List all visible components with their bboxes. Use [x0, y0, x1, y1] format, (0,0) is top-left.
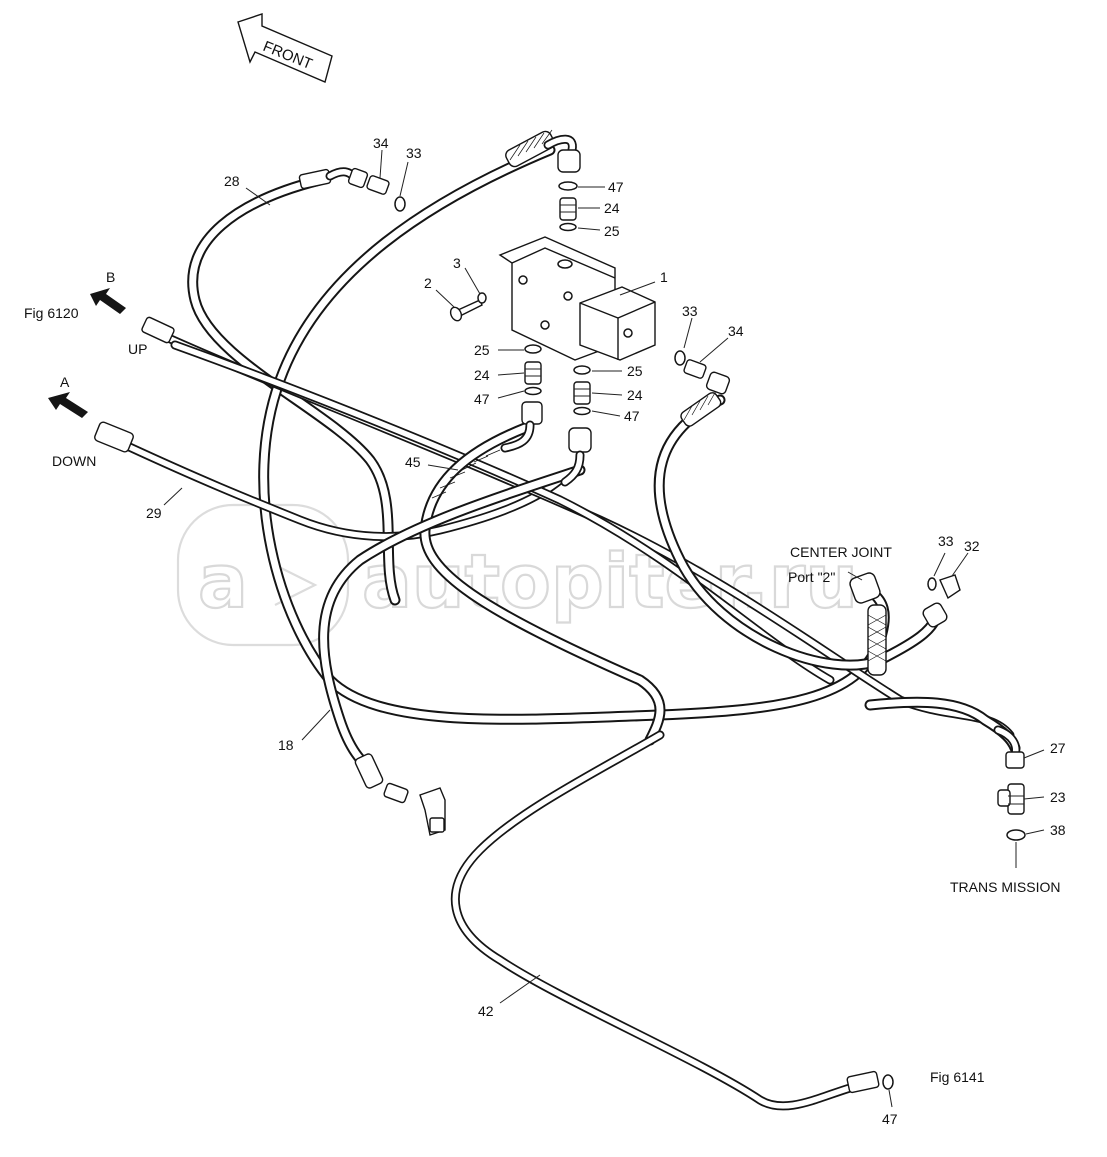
label-down: DOWN [52, 453, 96, 469]
callout-23: 23 [1050, 789, 1066, 805]
label-fig-6120: Fig 6120 [24, 305, 79, 321]
hose-18 [318, 464, 586, 789]
callout-38: 38 [1050, 822, 1066, 838]
o-ring-25-right [573, 365, 591, 375]
fitting-joint-right [922, 602, 948, 628]
tube-42 [450, 730, 875, 1111]
valve-block-1 [498, 236, 656, 361]
o-ring-47-bottom [882, 1074, 894, 1090]
callout-47-right: 47 [624, 408, 640, 424]
label-center-joint: CENTER JOINT [790, 544, 892, 560]
hose-main-arc [258, 129, 890, 725]
callout-42: 42 [478, 1003, 494, 1019]
fitting-elbow-top [543, 134, 581, 173]
leader-lines [163, 149, 1045, 1108]
o-ring-47-left [524, 386, 542, 396]
o-ring-38 [1006, 829, 1026, 841]
o-ring-47-top [558, 181, 578, 191]
tube-29 [105, 433, 565, 542]
end-fitting-up [141, 316, 175, 344]
callout-34-top: 34 [373, 135, 389, 151]
elbow-27 [993, 725, 1025, 769]
label-a: A [60, 374, 70, 390]
callout-33-top: 33 [406, 145, 422, 161]
o-ring-25-top [559, 222, 577, 232]
fitting-left-elbow [500, 401, 543, 453]
o-ring-47-right [573, 406, 591, 416]
connector-24-right [573, 381, 591, 405]
label-port-2: Port "2" [788, 569, 835, 585]
tube-down-line [170, 340, 835, 685]
callout-28: 28 [224, 173, 240, 189]
connector-24-top [559, 197, 577, 221]
callout-27: 27 [1050, 740, 1066, 756]
callout-45: 45 [405, 454, 421, 470]
callout-47-top: 47 [608, 179, 624, 195]
o-ring-33-joint [927, 577, 937, 591]
callout-34-right: 34 [728, 323, 744, 339]
fitting-right-elbow [560, 427, 592, 487]
label-up: UP [128, 341, 147, 357]
o-ring-33-right [674, 350, 686, 366]
end-fitting-down [94, 421, 134, 453]
arrow-a-icon [48, 392, 88, 418]
center-joint-fitting [849, 572, 881, 604]
callout-47-left: 47 [474, 391, 490, 407]
callout-33-joint: 33 [938, 533, 954, 549]
tee-23 [997, 783, 1025, 815]
connector-24-left [524, 361, 542, 385]
hose-center-joint [867, 604, 887, 676]
label-fig-6141: Fig 6141 [930, 1069, 985, 1085]
connector-34-right [683, 359, 731, 395]
callout-18: 18 [278, 737, 294, 753]
callout-3: 3 [453, 255, 461, 271]
callout-47-bottom: 47 [882, 1111, 898, 1127]
connector-34-top [347, 167, 390, 195]
callout-29: 29 [146, 505, 162, 521]
end-fitting-bottom [846, 1070, 880, 1094]
o-ring-33-top [394, 196, 406, 212]
callout-24-left: 24 [474, 367, 490, 383]
arrow-b-icon [90, 288, 126, 314]
washer-3 [477, 292, 487, 304]
callout-24-right: 24 [627, 387, 643, 403]
label-b: B [106, 269, 115, 285]
watermark-text: autopiter.ru [362, 539, 858, 625]
label-trans-mission: TRANS MISSION [950, 879, 1060, 895]
hose-45 [419, 422, 666, 746]
callout-32: 32 [964, 538, 980, 554]
callout-25-top: 25 [604, 223, 620, 239]
elbow-32 [939, 574, 961, 600]
o-ring-25-left [524, 344, 542, 354]
callout-24-top: 24 [604, 200, 620, 216]
tee-fitting-18 [383, 782, 446, 836]
hose-right-loop [653, 390, 941, 671]
hose-27 [864, 696, 1021, 754]
callout-1: 1 [660, 269, 668, 285]
callout-25-right: 25 [627, 363, 643, 379]
bolt-2 [449, 299, 483, 322]
front-arrow-icon [237, 13, 333, 83]
svg-text:a: a [198, 539, 248, 625]
callout-2: 2 [424, 275, 432, 291]
callout-25-left: 25 [474, 342, 490, 358]
callout-33-right: 33 [682, 303, 698, 319]
